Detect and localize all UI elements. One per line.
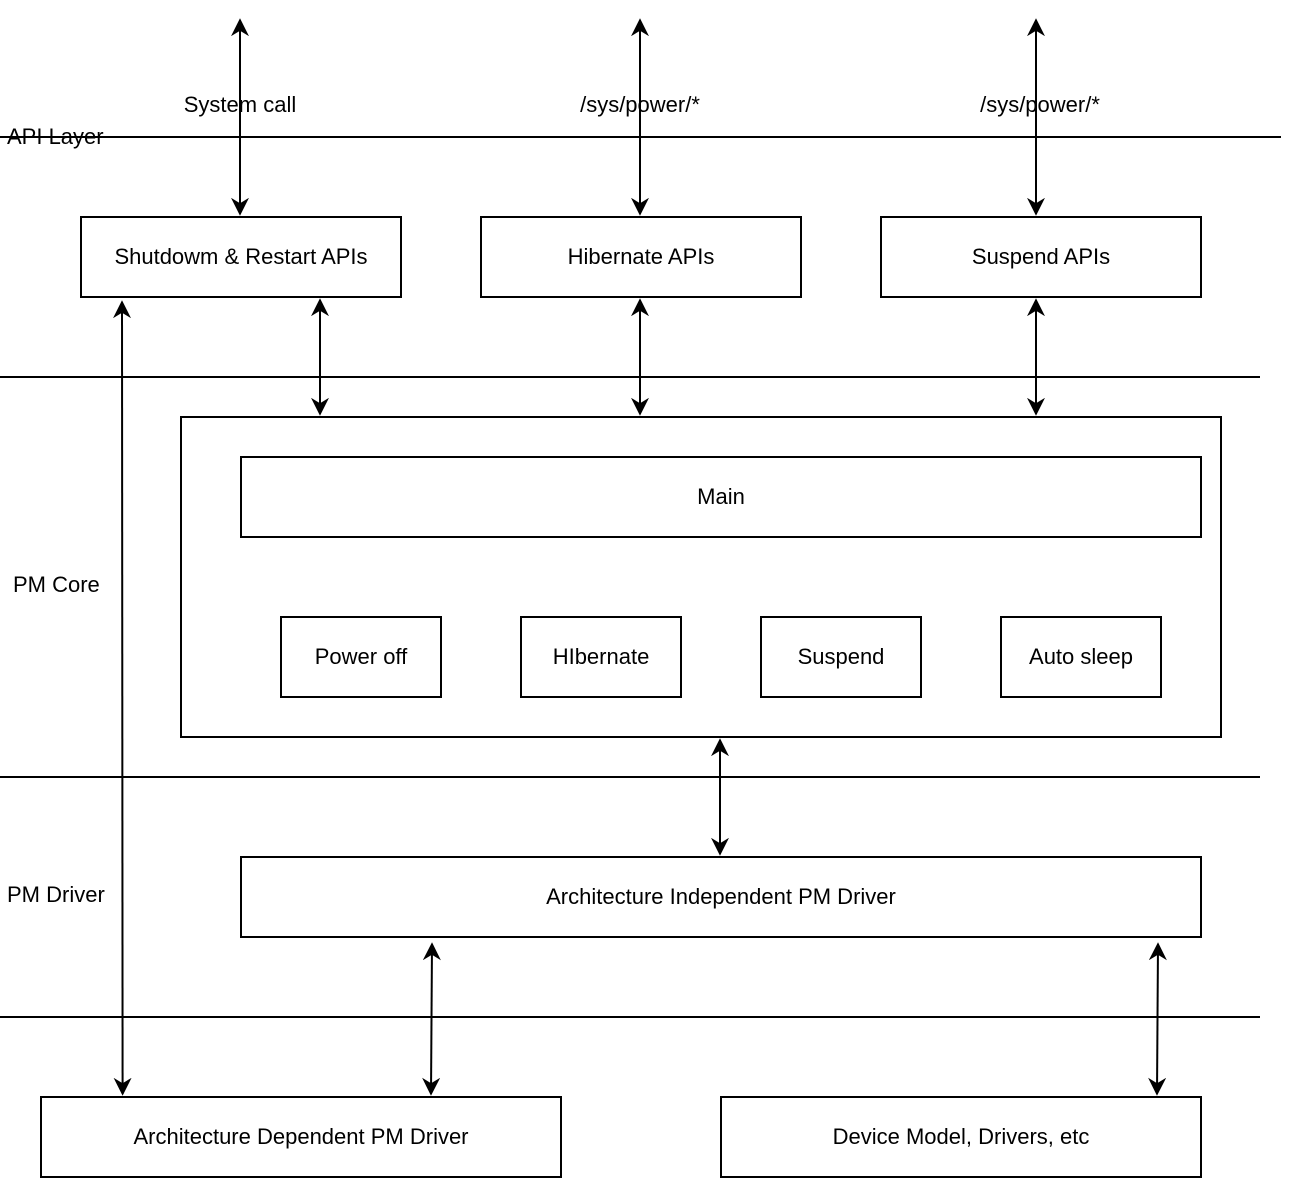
- layer-label-api: API Layer: [7, 124, 104, 149]
- device-model-box: Device Model, Drivers, etc: [720, 1096, 1202, 1178]
- suspend-box: Suspend: [760, 616, 922, 698]
- layer-label-core: PM Core: [13, 572, 100, 597]
- arch-dependent-driver-box: Architecture Dependent PM Driver: [40, 1096, 562, 1178]
- arrow-independent-device: [1148, 942, 1167, 1096]
- power-off-box: Power off: [280, 616, 442, 698]
- sys-power-label-hibernate: /sys/power/*: [580, 92, 700, 117]
- layer-label-driver: PM Driver: [7, 882, 105, 907]
- sys-power-label-suspend: /sys/power/*: [980, 92, 1100, 117]
- hibernate-apis-box: Hibernate APIs: [480, 216, 802, 298]
- arch-independent-driver-box: Architecture Independent PM Driver: [240, 856, 1202, 938]
- suspend-apis-box: Suspend APIs: [880, 216, 1202, 298]
- auto-sleep-box: Auto sleep: [1000, 616, 1162, 698]
- arrow-independent-dependent: [422, 942, 441, 1096]
- arrow-shutdown-arch-dependent: [113, 300, 132, 1096]
- hibernate-box: HIbernate: [520, 616, 682, 698]
- pm-core-container: [180, 416, 1222, 738]
- main-box: Main: [240, 456, 1202, 538]
- syscall-label: System call: [183, 92, 297, 117]
- shutdown-restart-apis-box: Shutdowm & Restart APIs: [80, 216, 402, 298]
